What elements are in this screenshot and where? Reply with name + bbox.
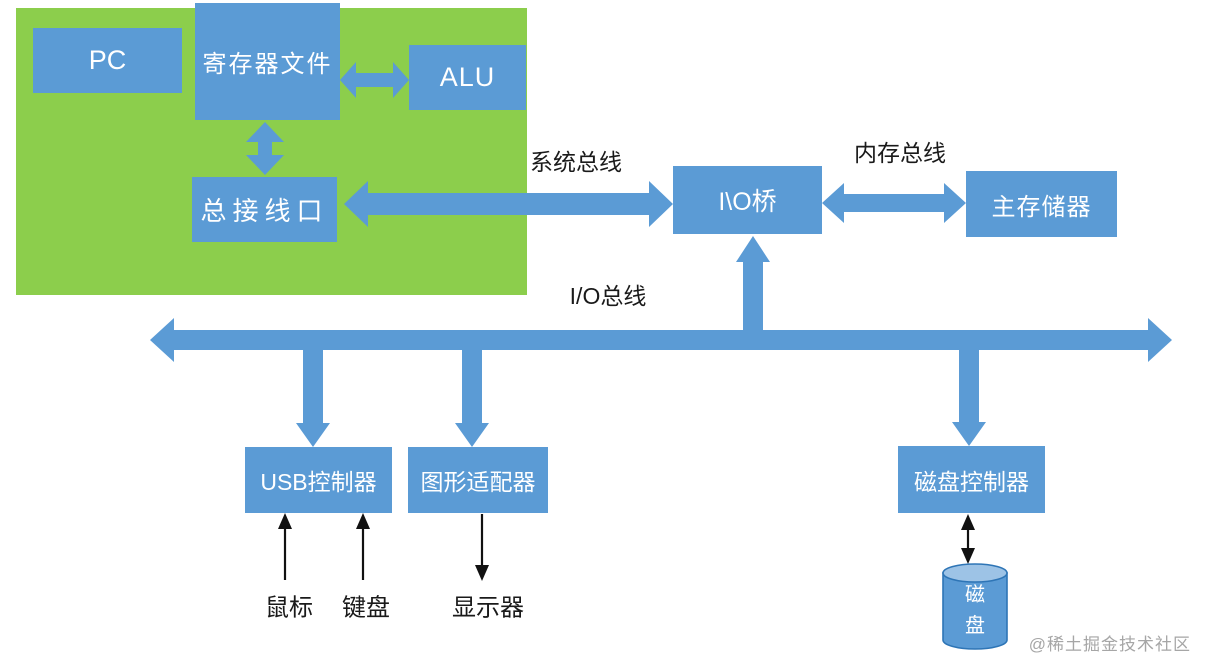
disk-controller-label: 磁盘控制器 (914, 468, 1029, 495)
iobus-to-graphics-arrow (455, 349, 489, 447)
memory-bus-label: 内存总线 (854, 140, 946, 166)
alu-box: ALU (409, 45, 526, 110)
memory-bus-arrow (822, 183, 966, 223)
usb-controller-label: USB控制器 (260, 469, 377, 495)
io-bridge-box: I\O桥 (673, 166, 822, 234)
graphics-adapter-label: 图形适配器 (420, 469, 536, 495)
disk-controller-box: 磁盘控制器 (898, 446, 1045, 513)
pc-box: PC (33, 28, 182, 93)
pc-label: PC (88, 45, 127, 75)
display-label: 显示器 (452, 594, 524, 622)
io-bus-label: I/O总线 (569, 283, 647, 309)
system-bus-label: 系统总线 (530, 149, 622, 175)
main-memory-box: 主存储器 (966, 171, 1117, 237)
io-bus-arrow (150, 318, 1172, 362)
watermark: @稀土掘金技术社区 (1028, 635, 1191, 654)
iobus-to-usb-arrow (296, 349, 330, 447)
bus-interface-label: 总接线口 (200, 196, 329, 226)
disk-link-down-arrowhead-icon (961, 548, 975, 564)
mouse-label: 鼠标 (265, 594, 313, 622)
register-file-label: 寄存器文件 (202, 51, 333, 78)
keyboard-arrowhead-icon (356, 513, 370, 529)
iobus-to-diskcontroller-arrow (952, 349, 986, 446)
keyboard-label: 键盘 (342, 594, 390, 622)
register-file-box: 寄存器文件 (195, 3, 340, 120)
mouse-arrowhead-icon (278, 513, 292, 529)
alu-label: ALU (439, 62, 496, 92)
usb-controller-box: USB控制器 (245, 447, 392, 513)
io-bridge-label: I\O桥 (718, 188, 777, 216)
disk-link-up-arrowhead-icon (961, 514, 975, 530)
iobus-to-bridge-arrow (736, 236, 770, 331)
graphics-adapter-box: 图形适配器 (408, 447, 548, 513)
main-memory-label: 主存储器 (991, 193, 1092, 221)
bus-interface-box: 总接线口 (192, 177, 337, 242)
disk-label: 磁 盘 (965, 584, 985, 637)
display-arrowhead-icon (475, 565, 489, 581)
